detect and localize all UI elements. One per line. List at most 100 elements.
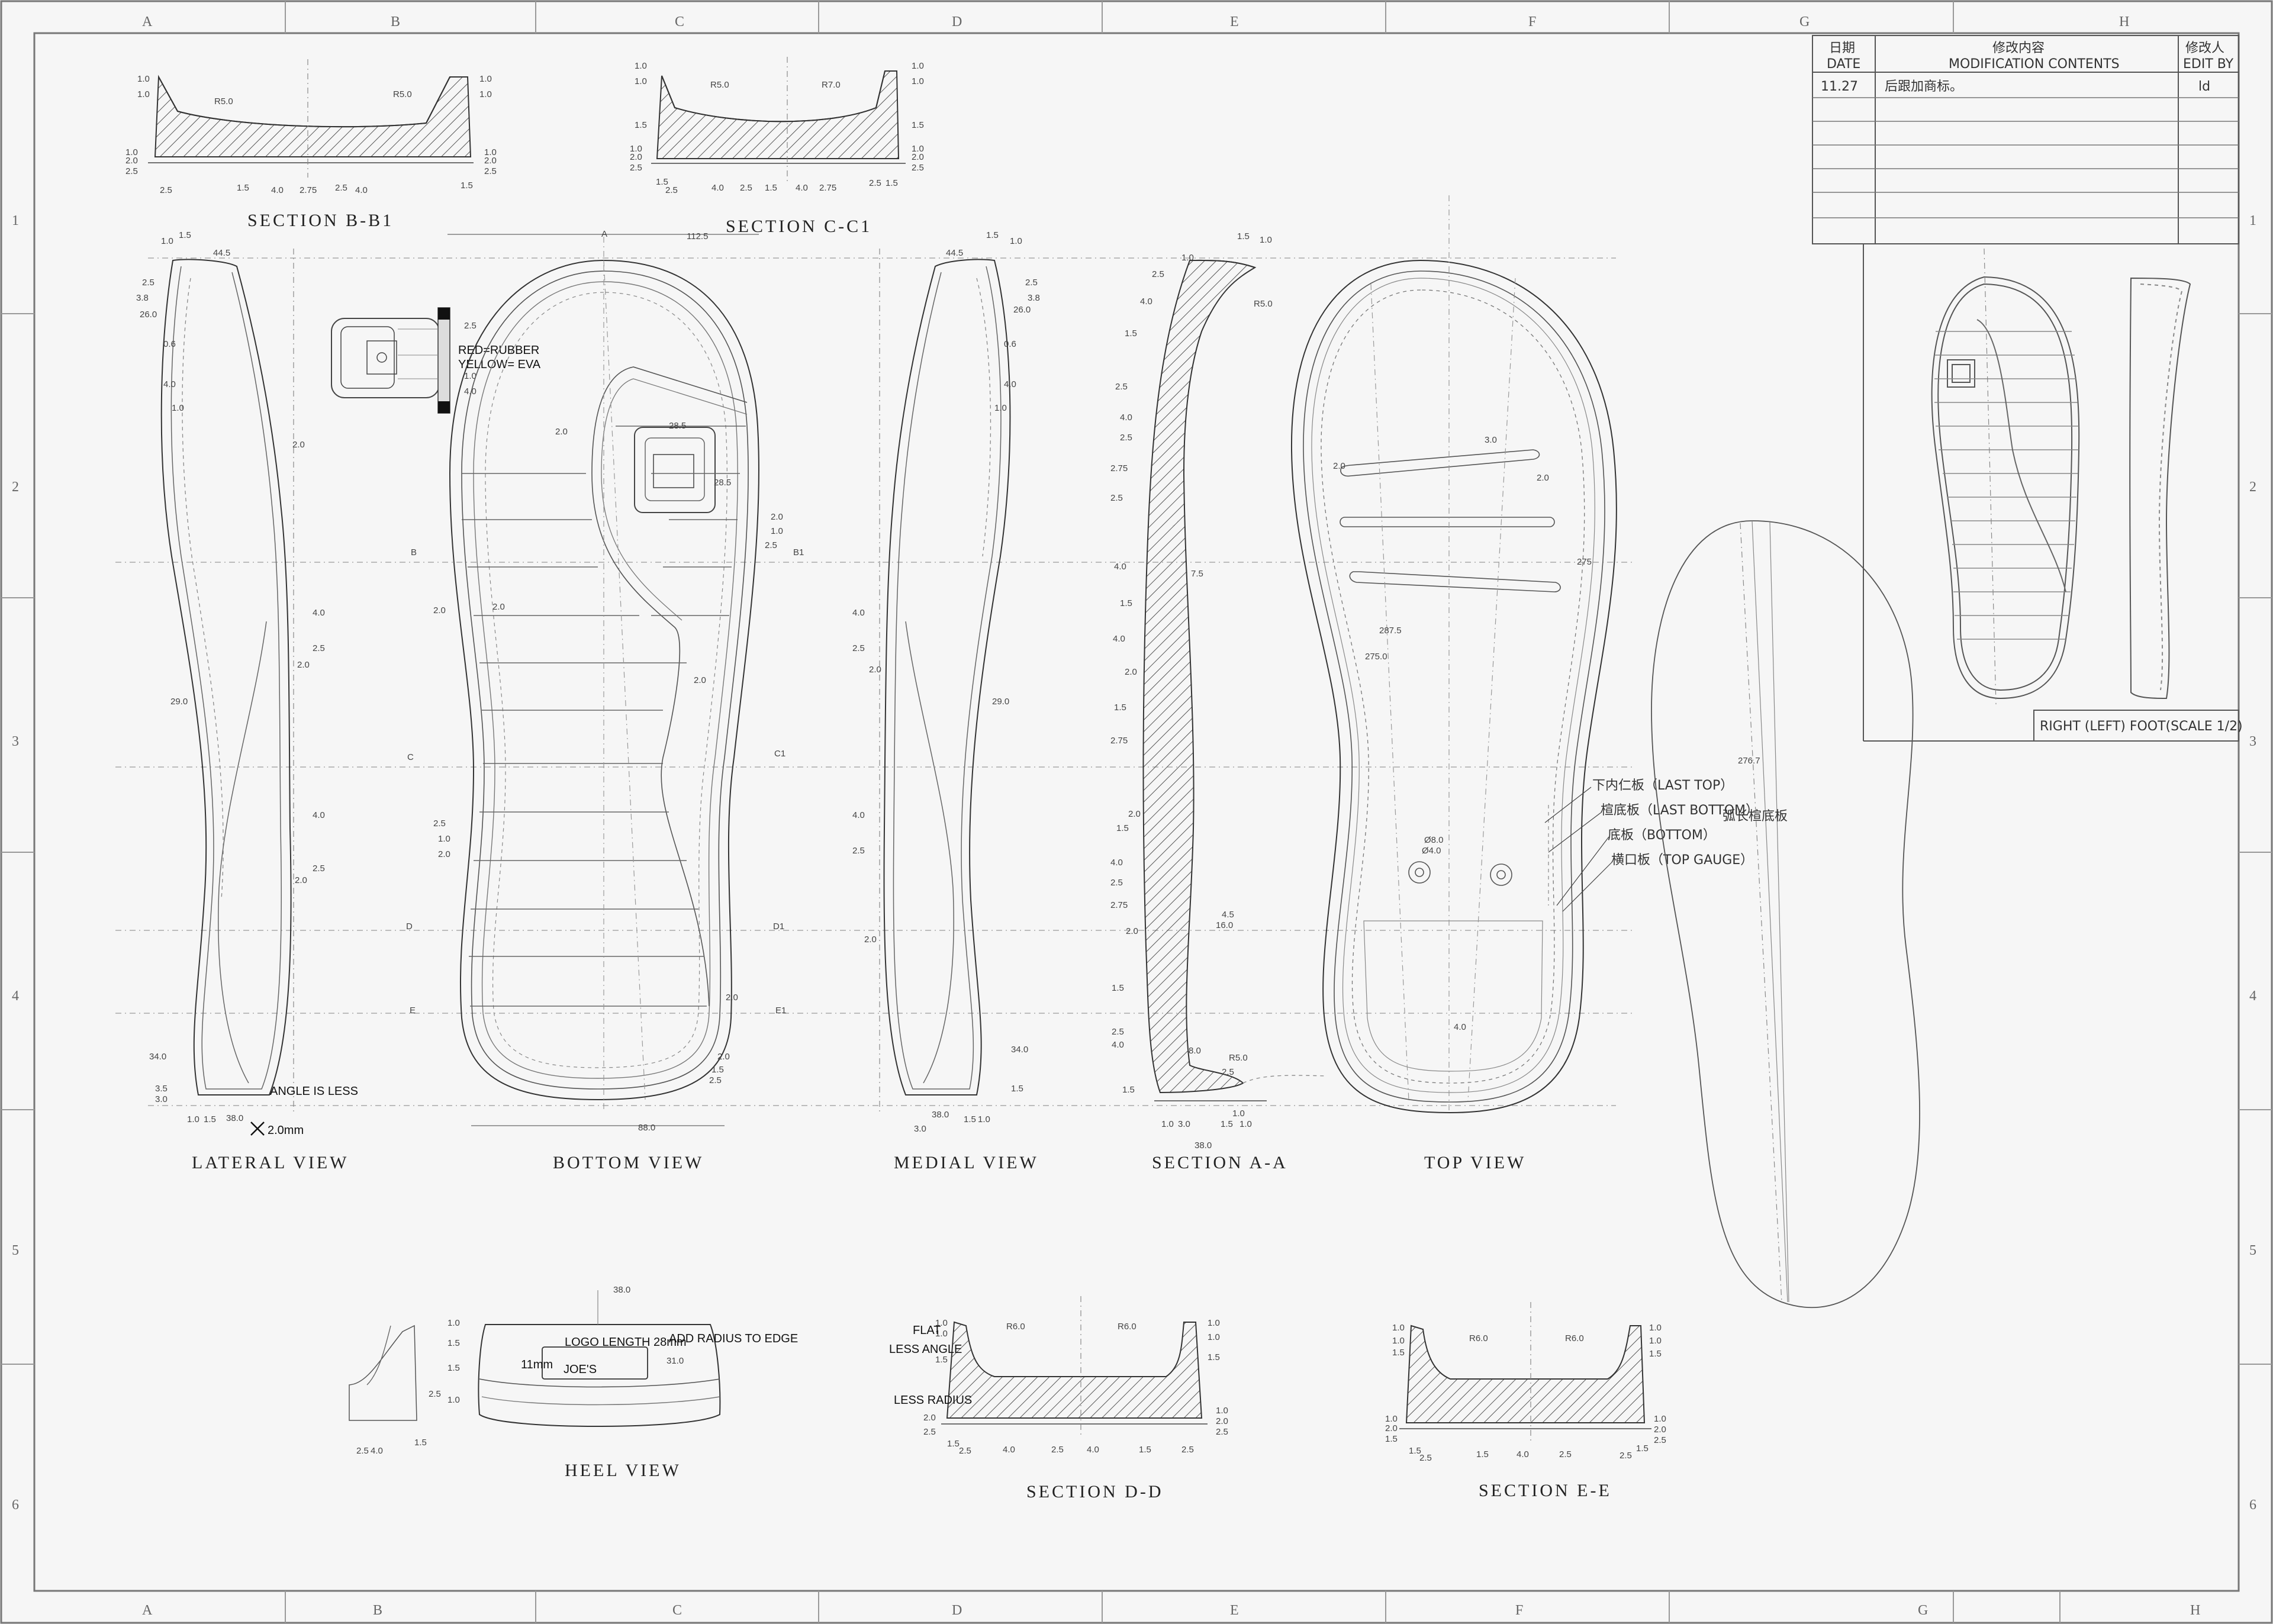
dim-bb1-5: 1.0 bbox=[125, 147, 138, 157]
dim-ee-17: 1.0 bbox=[1654, 1414, 1666, 1424]
dim-ee-18: 2.0 bbox=[1654, 1425, 1666, 1435]
dim-dd-3: 1.5 bbox=[935, 1355, 948, 1365]
dim-aa-37: 1.5 bbox=[1221, 1119, 1233, 1129]
dim-med-toe: 34.0 bbox=[1011, 1045, 1028, 1055]
label-lateral-view: LATERAL VIEW bbox=[192, 1153, 349, 1172]
dim-bot-3: 1.0 bbox=[771, 526, 783, 536]
dim-bb1-12: 2.5 bbox=[335, 183, 347, 193]
dim-aa-1: 1.5 bbox=[1237, 231, 1250, 241]
dim-cc1-9: 2.5 bbox=[630, 163, 642, 173]
dim-aa-11: 2.5 bbox=[1110, 493, 1123, 503]
dim-aa-26: 2.0 bbox=[1126, 926, 1138, 936]
dim-aa-16: 2.0 bbox=[1125, 667, 1137, 677]
legend-last-bottom: 楦底板（LAST BOTTOM） bbox=[1601, 803, 1759, 818]
dim-aa-17: 1.5 bbox=[1114, 703, 1126, 713]
dim-cc1-15: 4.0 bbox=[796, 183, 808, 193]
scale-preview-caption: RIGHT (LEFT) FOOT(SCALE 1/2) bbox=[2040, 719, 2243, 734]
dim-dd-12: 2.5 bbox=[1051, 1445, 1064, 1455]
mark-e1: E1 bbox=[775, 1006, 786, 1016]
dim-aa-22: 2.5 bbox=[1110, 878, 1123, 888]
dim-heel-top: 38.0 bbox=[613, 1285, 630, 1295]
dim-dd-2: 1.0 bbox=[935, 1329, 948, 1339]
dim-cc1-r2: R7.0 bbox=[822, 80, 841, 90]
dim-aa-35: 1.0 bbox=[1161, 1119, 1174, 1129]
zone-col-d-top: D bbox=[952, 14, 962, 30]
dim-lat-len: 29.0 bbox=[170, 697, 188, 707]
dim-cc1-4: 1.0 bbox=[912, 76, 924, 86]
rev-row-contents: 后跟加商标。 bbox=[1885, 79, 1963, 94]
rev-header-edit-cn: 修改人 bbox=[2185, 41, 2224, 56]
rev-header-contents-cn: 修改内容 bbox=[1992, 41, 2045, 56]
dim-aa-31: 8.0 bbox=[1189, 1046, 1201, 1056]
dim-lat-12: 2.0 bbox=[297, 660, 310, 670]
dim-med-bottom: 38.0 bbox=[932, 1110, 949, 1120]
dim-aa-21: 4.0 bbox=[1110, 858, 1123, 868]
dim-cc1-7: 1.0 bbox=[630, 144, 642, 154]
dim-aa-23: 2.75 bbox=[1110, 900, 1128, 910]
dim-aa-9: 2.5 bbox=[1120, 433, 1132, 443]
dim-lat-13: 4.0 bbox=[313, 810, 325, 820]
dim-dd-17: 2.0 bbox=[1216, 1416, 1228, 1426]
dim-aa-13: 7.5 bbox=[1191, 569, 1203, 579]
dim-heel-6: 2.5 bbox=[356, 1446, 369, 1456]
dim-cc1-14: 1.5 bbox=[765, 183, 777, 193]
dim-bb1-10: 4.0 bbox=[271, 185, 284, 195]
dim-lat-1: 1.0 bbox=[161, 236, 173, 246]
dim-ee-r2: R6.0 bbox=[1565, 1333, 1584, 1343]
dim-ee-r: R6.0 bbox=[1469, 1333, 1488, 1343]
zone-row-2-left: 2 bbox=[12, 479, 19, 495]
dim-bb1-14: 1.5 bbox=[461, 181, 473, 191]
dim-aa-12: 4.0 bbox=[1114, 562, 1126, 572]
zone-col-c-top: C bbox=[675, 14, 684, 30]
dim-bot-1: 2.0 bbox=[555, 427, 568, 437]
legend-last-top: 下内仁板（LAST TOP） bbox=[1592, 778, 1733, 793]
dim-dd-16: 1.0 bbox=[1216, 1406, 1228, 1416]
dim-med-8: 1.0 bbox=[994, 403, 1007, 413]
dim-med-16: 3.0 bbox=[914, 1124, 926, 1134]
dim-lat-2: 1.5 bbox=[179, 230, 191, 240]
zone-row-4-left: 4 bbox=[12, 988, 19, 1004]
legend-yellow-eva: YELLOW= EVA bbox=[458, 358, 541, 371]
dim-hole2: Ø4.0 bbox=[1422, 846, 1441, 856]
zone-row-3-right: 3 bbox=[2249, 734, 2256, 749]
top-view-drawing bbox=[1290, 195, 1617, 1114]
dim-lat-18: 1.0 bbox=[187, 1114, 199, 1124]
dim-heel-1: 1.0 bbox=[447, 1318, 460, 1328]
dim-dd-r2: R6.0 bbox=[1118, 1322, 1136, 1332]
zone-row-6-right: 6 bbox=[2249, 1497, 2256, 1513]
dim-mat-3: 4.0 bbox=[464, 386, 477, 397]
dim-cc1-10: 1.5 bbox=[656, 177, 668, 187]
dim-med-5: 26.0 bbox=[1013, 305, 1031, 315]
dim-cc1-21: 2.5 bbox=[912, 163, 924, 173]
dim-aa-10: 2.75 bbox=[1110, 463, 1128, 473]
dim-ee-6: 1.5 bbox=[1649, 1349, 1662, 1359]
dim-dd-1: 1.0 bbox=[935, 1318, 948, 1328]
dim-aa-30: 4.0 bbox=[1112, 1040, 1124, 1050]
dim-ee-2: 1.0 bbox=[1392, 1336, 1405, 1346]
section-e-e-drawing bbox=[1399, 1302, 1651, 1444]
dim-arc-len: 276.7 bbox=[1738, 756, 1760, 766]
section-d-d-drawing bbox=[941, 1296, 1208, 1438]
zone-col-b-bottom: B bbox=[373, 1603, 382, 1618]
label-section-d-d: SECTION D-D bbox=[1026, 1482, 1164, 1501]
dim-med-10: 2.5 bbox=[852, 643, 865, 653]
note-angle-is-less: ANGLE IS LESS bbox=[270, 1085, 358, 1098]
dim-aa-19: 2.0 bbox=[1128, 809, 1141, 819]
lateral-view-drawing bbox=[160, 249, 294, 1113]
label-section-b-b1: SECTION B-B1 bbox=[247, 211, 394, 230]
dim-dd-14: 1.5 bbox=[1139, 1445, 1151, 1455]
dim-aa-7: 2.5 bbox=[1115, 382, 1128, 392]
note-add-radius: ADD RADIUS TO EDGE bbox=[669, 1332, 798, 1345]
zone-col-e-bottom: E bbox=[1230, 1603, 1239, 1618]
dim-bot-14: 2.5 bbox=[709, 1075, 722, 1085]
dim-bb1-8: 2.5 bbox=[160, 185, 172, 195]
dim-logo-h: 28.5 bbox=[714, 478, 731, 488]
dim-heel-5: 2.5 bbox=[429, 1389, 441, 1399]
dim-bb1-11: 2.75 bbox=[300, 185, 317, 195]
label-medial-view: MEDIAL VIEW bbox=[894, 1153, 1039, 1172]
dim-ee-9: 1.5 bbox=[1385, 1434, 1398, 1444]
dim-ee-1: 1.0 bbox=[1392, 1323, 1405, 1333]
zone-row-6-left: 6 bbox=[12, 1497, 19, 1513]
rev-row-editor: ld bbox=[2198, 79, 2210, 94]
